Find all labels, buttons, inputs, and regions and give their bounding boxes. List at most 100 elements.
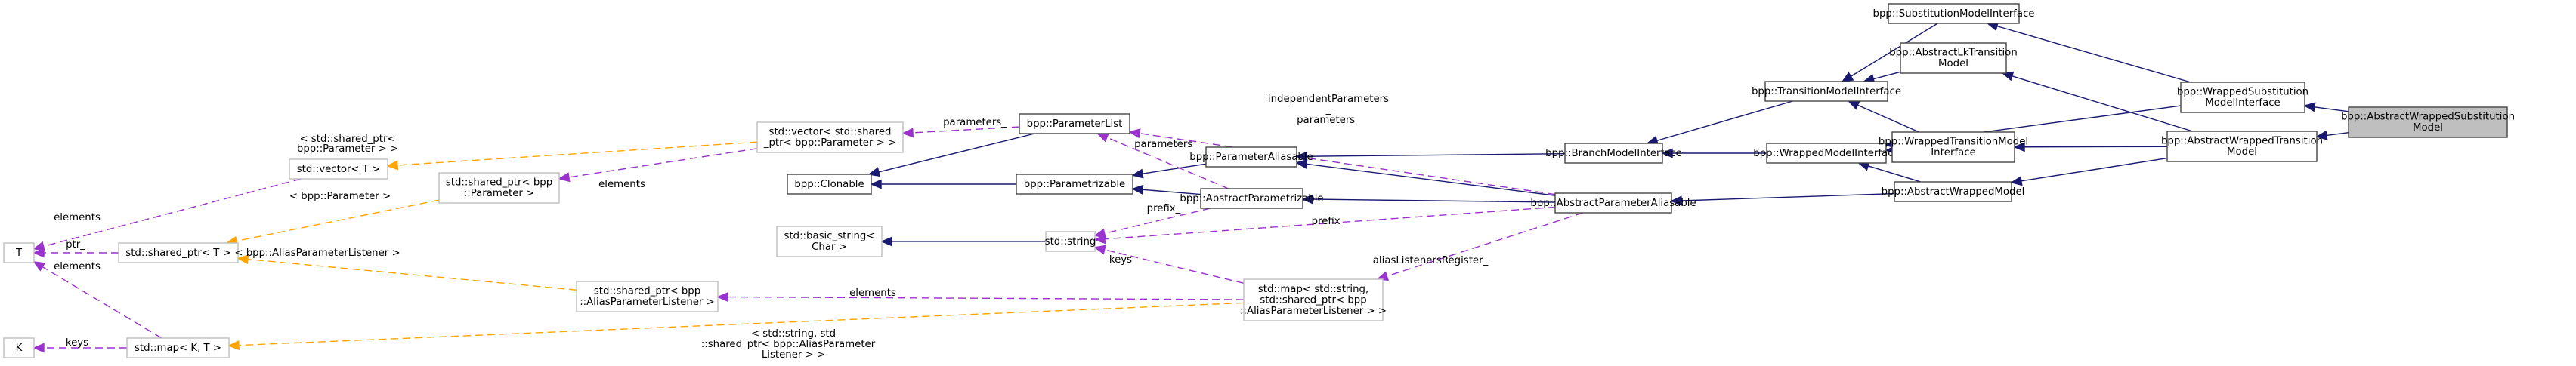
edge-line <box>1106 137 1229 189</box>
class-node-label: std::shared_ptr< T > <box>125 248 230 259</box>
edge-branch-model-interface-to-parameter-aliasable <box>1295 151 1566 161</box>
edge-line <box>878 133 1035 173</box>
class-node-wrapped-model-interface[interactable]: bpp::WrappedModelInterface <box>1753 143 1900 164</box>
class-node-box <box>1900 42 2007 74</box>
class-node-parameter-aliasable[interactable]: bpp::ParameterAliasable <box>1189 146 1313 168</box>
edge-parameter-aliasable-to-parametrizable <box>1131 163 1207 179</box>
edge-abstract-wrapped-transition-model-to-wrapped-transition-model-interface <box>2013 142 2168 152</box>
edge-label: keys <box>66 337 88 349</box>
class-node-box <box>1766 143 1887 164</box>
edge-line <box>43 178 302 248</box>
edge-label: bpp::Parameter > > <box>297 143 398 155</box>
class-node-label: Model <box>2413 122 2443 134</box>
edge-line <box>568 148 758 178</box>
class-node-branch-model-interface[interactable]: bpp::BranchModelInterface <box>1545 143 1682 164</box>
class-node-label: std::vector< T > <box>297 164 381 175</box>
class-node-clonable[interactable]: bpp::Clonable <box>787 174 872 195</box>
arrowhead-icon <box>1847 100 1860 110</box>
class-node-string[interactable]: std::string <box>1045 231 1096 252</box>
arrowhead-icon <box>2001 71 2015 82</box>
class-node-label: bpp::SubstitutionModelInterface <box>1873 8 2035 20</box>
edge-vector-t-to-t <box>32 178 302 251</box>
class-node-box <box>1045 231 1096 252</box>
class-node-label: bpp::ParameterList <box>1027 118 1123 130</box>
arrowhead-icon <box>32 261 46 272</box>
class-node-label: std::shared_ptr< bpp <box>446 177 552 189</box>
edge-parameter-list-to-clonable <box>867 133 1035 177</box>
class-node-box <box>2166 131 2318 162</box>
edge-line <box>1867 165 1922 183</box>
arrowhead-icon <box>716 291 728 303</box>
class-node-transition-model-interface[interactable]: bpp::TransitionModelInterface <box>1752 81 1901 102</box>
edge-line <box>1850 23 1938 77</box>
class-node-t[interactable]: T <box>3 242 35 263</box>
arrowhead-icon <box>32 241 45 251</box>
edge-vector-shared-param-to-shared-ptr-param <box>558 148 758 183</box>
class-node-box <box>1243 278 1384 321</box>
class-node-box <box>1200 188 1303 209</box>
edge-line <box>236 199 440 242</box>
edge-map-string-alias-to-map-kt <box>227 302 1245 351</box>
edge-parametrizable-to-clonable <box>870 179 1016 189</box>
edge-label: Listener > > <box>762 349 825 361</box>
edge-abstract-wrapped-substitution-model-to-wrapped-substitution-model-interface <box>2303 102 2349 112</box>
arrowhead-icon <box>1301 194 1313 205</box>
arrowhead-icon <box>2010 176 2023 186</box>
class-node-box <box>438 172 560 204</box>
class-node-label: std::string <box>1045 236 1096 248</box>
arrowhead-icon <box>2013 142 2025 152</box>
edge-wrapped-transition-model-interface-to-transition-model-interface <box>1847 100 1919 133</box>
class-node-shared-ptr-alias[interactable]: std::shared_ptr< bpp::AliasParameterList… <box>576 281 719 312</box>
class-node-map-string-alias[interactable]: std::map< std::string, std::shared_ptr< … <box>1240 278 1387 321</box>
class-node-label: std::map< K, T > <box>135 343 221 354</box>
class-node-label: Interface <box>1931 147 1976 158</box>
edge-line <box>397 141 758 166</box>
class-node-shared-ptr-param[interactable]: std::shared_ptr< bpp::Parameter > <box>438 172 560 204</box>
class-node-label: bpp::BranchModelInterface <box>1545 148 1682 159</box>
class-node-parameter-list[interactable]: bpp::ParameterList <box>1019 113 1130 134</box>
class-node-vector-t[interactable]: std::vector< T > <box>289 158 388 180</box>
edge-abstract-wrapped-transition-model-to-abstract-lk-transition-model <box>2001 71 2193 132</box>
class-node-label: _ptr< bpp::Parameter > > <box>763 137 896 149</box>
class-node-map-kt[interactable]: std::map< K, T > <box>126 337 230 358</box>
edge-label: ::shared_ptr< bpp::AliasParameter <box>701 339 876 350</box>
edge-map-string-alias-to-shared-ptr-alias <box>716 291 1245 303</box>
class-node-box <box>118 242 239 263</box>
edge-abstract-wrapped-model-to-abstract-parameter-aliasable <box>1670 192 1895 206</box>
edge-abstract-wrapped-transition-model-to-abstract-wrapped-model <box>2010 157 2168 186</box>
arrowhead-icon <box>386 160 399 171</box>
class-node-abstract-parametrizable[interactable]: bpp::AbstractParametrizable <box>1180 188 1324 209</box>
class-node-shared-ptr-t[interactable]: std::shared_ptr< T > <box>118 242 239 263</box>
class-node-abstract-parameter-aliasable[interactable]: bpp::AbstractParameterAliasable <box>1530 192 1696 214</box>
class-node-abstract-wrapped-model[interactable]: bpp::AbstractWrappedModel <box>1882 181 2025 202</box>
class-node-label: bpp::AbstractLkTransition <box>1889 48 2018 59</box>
class-node-label: T <box>15 248 23 259</box>
class-node-label: ModelInterface <box>2205 97 2280 109</box>
edge-line <box>1387 212 1584 277</box>
edge-line <box>912 126 1020 134</box>
edge-line <box>2021 157 2168 182</box>
arrowhead-icon <box>32 343 45 353</box>
arrowhead-icon <box>1670 195 1682 206</box>
class-node-basic-string[interactable]: std::basic_string<Char > <box>776 226 883 257</box>
edge-abstract-parameter-aliasable-to-string <box>1093 206 1556 245</box>
edge-parameter-list-to-vector-shared-param <box>901 126 1020 138</box>
class-node-label: bpp::AbstractParameterAliasable <box>1530 198 1696 209</box>
class-node-label: Char > <box>812 241 847 253</box>
edge-label: keys <box>1109 254 1132 266</box>
edge-wrapped-model-interface-to-branch-model-interface <box>1661 148 1767 158</box>
class-node-substitution-model-interface[interactable]: bpp::SubstitutionModelInterface <box>1873 3 2035 24</box>
class-node-k[interactable]: K <box>3 337 35 358</box>
arrowhead-icon <box>1093 245 1106 255</box>
class-node-label: std::vector< std::shared <box>769 127 892 138</box>
class-node-label: bpp::WrappedTransitionModel <box>1879 137 2028 148</box>
edge-line <box>2314 106 2349 112</box>
edge-label: aliasListenersRegister_ <box>1373 255 1489 266</box>
class-node-parametrizable[interactable]: bpp::Parametrizable <box>1016 174 1133 195</box>
class-node-vector-shared-param[interactable]: std::vector< std::shared_ptr< bpp::Param… <box>756 121 904 153</box>
